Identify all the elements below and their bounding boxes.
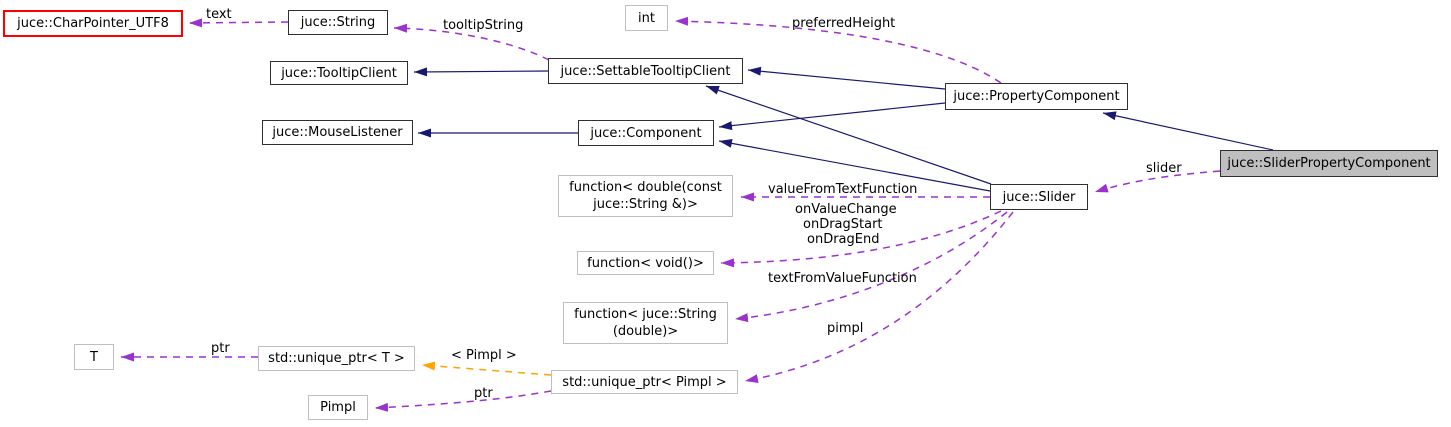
edge-label-ptr-t: ptr bbox=[211, 341, 230, 356]
node-juce-sliderpropertycomponent: juce::SliderPropertyComponent bbox=[1220, 150, 1438, 177]
node-juce-string[interactable]: juce::String bbox=[288, 10, 388, 35]
edge-label-template-pimpl: < Pimpl > bbox=[451, 348, 517, 363]
edge-propertycomponent-to-settabletooltipclient bbox=[747, 66, 946, 90]
node-juce-settabletooltipclient[interactable]: juce::SettableTooltipClient bbox=[548, 58, 743, 84]
edge-settabletooltipclient-to-tooltipclient bbox=[413, 67, 549, 77]
edge-label-onvaluechange: onValueChange bbox=[795, 202, 897, 217]
edge-label-tooltipstring: tooltipString bbox=[443, 18, 524, 33]
edge-label-slider: slider bbox=[1146, 161, 1182, 176]
node-function-double-const-string: function< double(const juce::String &)> bbox=[558, 175, 733, 217]
node-function-void: function< void()> bbox=[577, 251, 714, 275]
node-t: T bbox=[74, 344, 114, 370]
edge-label-preferredheight: preferredHeight bbox=[792, 16, 896, 31]
edge-string-to-charpointer bbox=[188, 18, 289, 28]
edge-propertycomponent-to-component bbox=[718, 102, 946, 131]
node-function-string-double: function< juce::String (double)> bbox=[563, 302, 728, 344]
node-std-unique-ptr-t: std::unique_ptr< T > bbox=[258, 346, 415, 371]
node-juce-tooltipclient[interactable]: juce::TooltipClient bbox=[270, 61, 408, 85]
node-std-unique-ptr-pimpl: std::unique_ptr< Pimpl > bbox=[551, 370, 738, 394]
edge-label-text: text bbox=[206, 7, 232, 22]
node-int: int bbox=[625, 5, 668, 31]
edge-label-pimpl: pimpl bbox=[827, 321, 864, 336]
edge-sliderpropertycomponent-to-propertycomponent bbox=[1102, 111, 1274, 151]
node-juce-slider[interactable]: juce::Slider bbox=[990, 184, 1088, 210]
node-juce-mouselistener[interactable]: juce::MouseListener bbox=[262, 120, 413, 145]
node-pimpl: Pimpl bbox=[308, 395, 368, 420]
edge-label-valuefromtextfunction: valueFromTextFunction bbox=[768, 182, 918, 197]
edge-label-ondragend: onDragEnd bbox=[807, 232, 880, 247]
edge-label-ptr-pimpl: ptr bbox=[474, 386, 493, 401]
edge-label-textfromvaluefunction: textFromValueFunction bbox=[768, 271, 917, 286]
node-juce-propertycomponent[interactable]: juce::PropertyComponent bbox=[945, 83, 1128, 110]
edge-label-ondragstart: onDragStart bbox=[803, 217, 883, 232]
edge-unique-ptr-pimpl-to-pimpl bbox=[374, 390, 552, 412]
node-juce-component[interactable]: juce::Component bbox=[578, 120, 714, 146]
node-juce-charpointer-utf8[interactable]: juce::CharPointer_UTF8 bbox=[3, 10, 183, 37]
edge-unique-ptr-pimpl-to-unique-ptr-t bbox=[421, 361, 552, 376]
